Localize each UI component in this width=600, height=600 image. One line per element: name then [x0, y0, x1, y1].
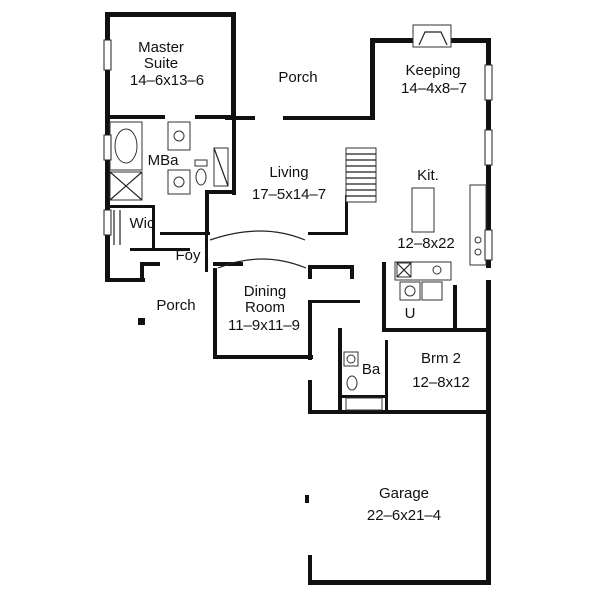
kit-label: Kit.	[417, 167, 439, 184]
porch-top-label: Porch	[278, 69, 317, 86]
brm2-label: Brm 2	[421, 350, 461, 367]
kit-dims: 12–8x22	[397, 235, 455, 252]
brm2-dims: 12–8x12	[412, 374, 470, 391]
fixtures	[109, 24, 487, 503]
master-suite-label-2: Suite	[144, 55, 178, 72]
porch-left-label: Porch	[156, 297, 195, 314]
room-labels: Master Suite 14–6x13–6 Porch Keeping 14–…	[130, 39, 470, 524]
ba-label: Ba	[362, 361, 381, 378]
utility-label: U	[405, 305, 416, 322]
windows	[103, 39, 493, 269]
master-suite-label-1: Master	[138, 39, 184, 56]
dining-label-1: Dining	[244, 283, 287, 300]
living-dims: 17–5x14–7	[252, 186, 326, 203]
wic-label: Wic	[130, 215, 155, 232]
dining-dims: 11–9x11–9	[228, 317, 300, 334]
keeping-label: Keeping	[405, 62, 460, 79]
garage-label: Garage	[379, 485, 429, 502]
living-label: Living	[269, 164, 308, 181]
garage-dims: 22–6x21–4	[367, 507, 441, 524]
master-suite-dims: 14–6x13–6	[130, 72, 204, 89]
dining-label-2: Room	[245, 299, 285, 316]
mba-label: MBa	[148, 152, 180, 169]
keeping-dims: 14–4x8–7	[401, 80, 467, 97]
interior-walls	[105, 115, 490, 413]
foy-label: Foy	[175, 247, 201, 264]
stairs	[345, 147, 377, 203]
